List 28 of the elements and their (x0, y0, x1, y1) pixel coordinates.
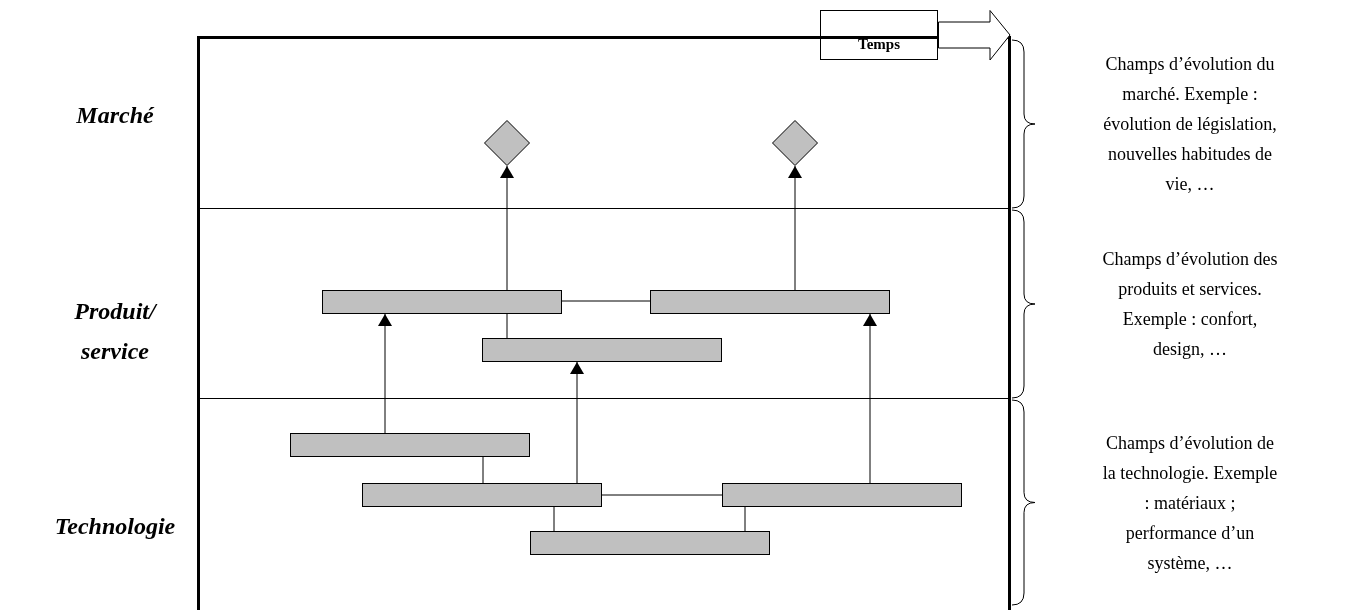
band-heading: Marché (76, 101, 154, 130)
band-heading: Technologie (54, 512, 176, 541)
bar (482, 338, 722, 362)
arrow (378, 313, 392, 434)
connector-line (506, 313, 508, 339)
arrow (863, 313, 877, 484)
band-description: Champs d’évolution des produits et services. Exemple : confort, design, … (1101, 248, 1279, 361)
connector-line (601, 494, 723, 496)
connector-line (561, 300, 651, 302)
band-description: Champs d’évolution de la technologie. Exemple : matériaux ; performance d’un système, … (1101, 431, 1279, 575)
time-box (820, 10, 938, 60)
diamond (772, 120, 818, 166)
diamond (484, 120, 530, 166)
connector-line (744, 506, 746, 532)
band-heading: Produit/ service (73, 297, 159, 366)
bar (322, 290, 562, 314)
bar (722, 483, 962, 507)
time-label: Temps (858, 34, 900, 54)
connector-line (482, 456, 484, 484)
connector-line (553, 506, 555, 532)
bar (650, 290, 890, 314)
bar (290, 433, 530, 457)
bar (530, 531, 770, 555)
band-description: Champs d’évolution du marché. Exemple : évolution de législation, nouvelles habitudes de vie, … (1102, 53, 1278, 196)
arrow (570, 361, 584, 484)
bar (362, 483, 602, 507)
arrow (788, 165, 802, 291)
arrow (500, 165, 514, 291)
